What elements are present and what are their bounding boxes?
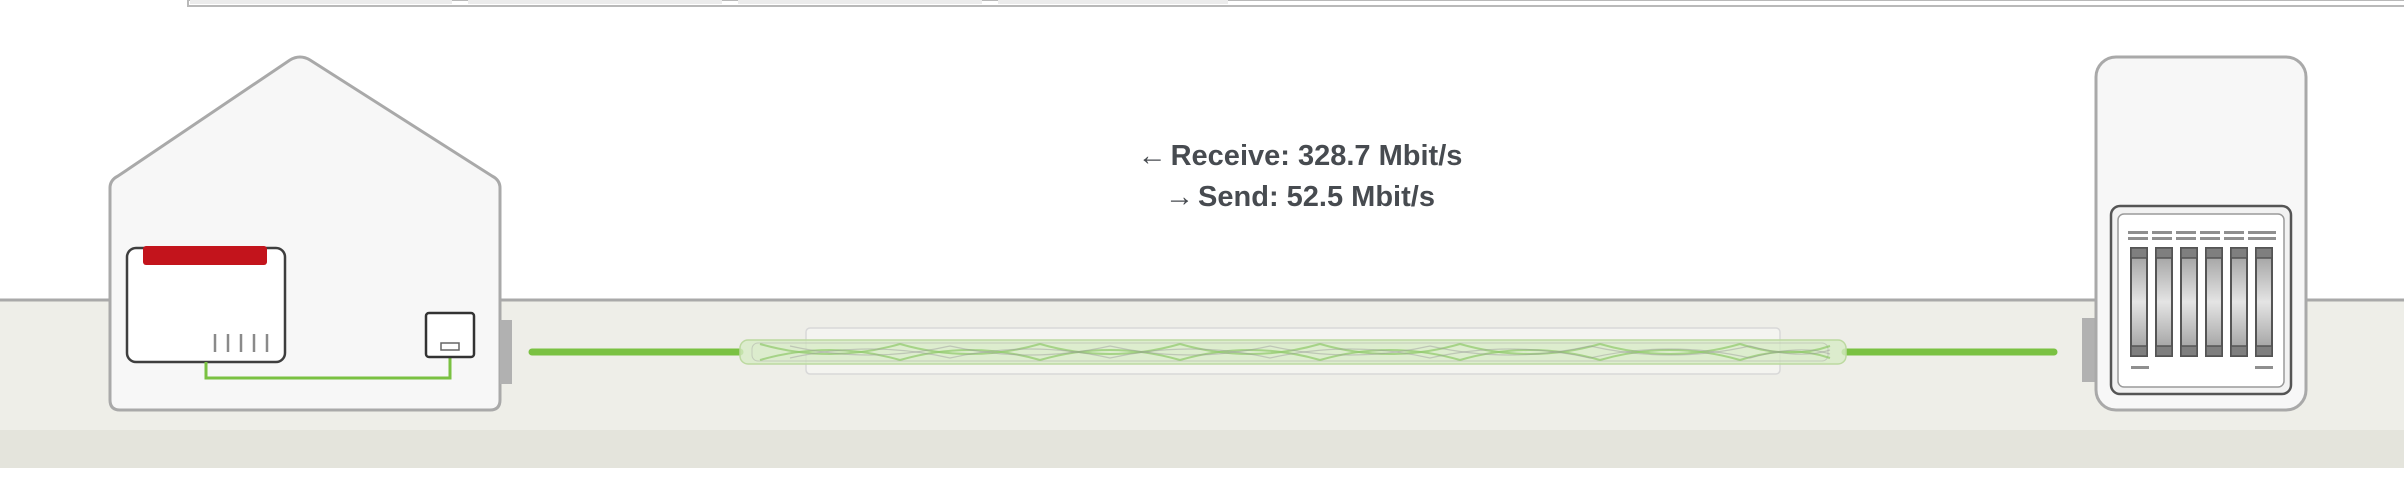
arrow-left-icon: ← [1137, 140, 1167, 172]
cable-bundle [739, 327, 1847, 375]
router-device [125, 246, 287, 364]
cabinet-slots [2128, 231, 2276, 369]
receive-value: 328.7 Mbit/s [1297, 140, 1463, 172]
wall-outlet [424, 311, 476, 359]
transfer-rates: ←Receive: 328.7 Mbit/s →Send: 52.5 Mbit/… [1000, 136, 1600, 218]
send-rate: →Send: 52.5 Mbit/s [1000, 177, 1600, 218]
home-cable [204, 357, 452, 380]
send-label: Send: [1198, 181, 1279, 213]
receive-rate: ←Receive: 328.7 Mbit/s [1000, 136, 1600, 177]
arrow-right-icon: → [1165, 181, 1195, 213]
receive-label: Receive: [1170, 140, 1290, 172]
router-ports [213, 334, 269, 352]
wall-socket-right [2082, 318, 2095, 382]
street-cabinet [2082, 55, 2308, 412]
router-top-accent [143, 246, 267, 265]
send-value: 52.5 Mbit/s [1286, 181, 1435, 213]
wall-socket-left [500, 320, 512, 384]
top-table-edge [187, 0, 2404, 7]
